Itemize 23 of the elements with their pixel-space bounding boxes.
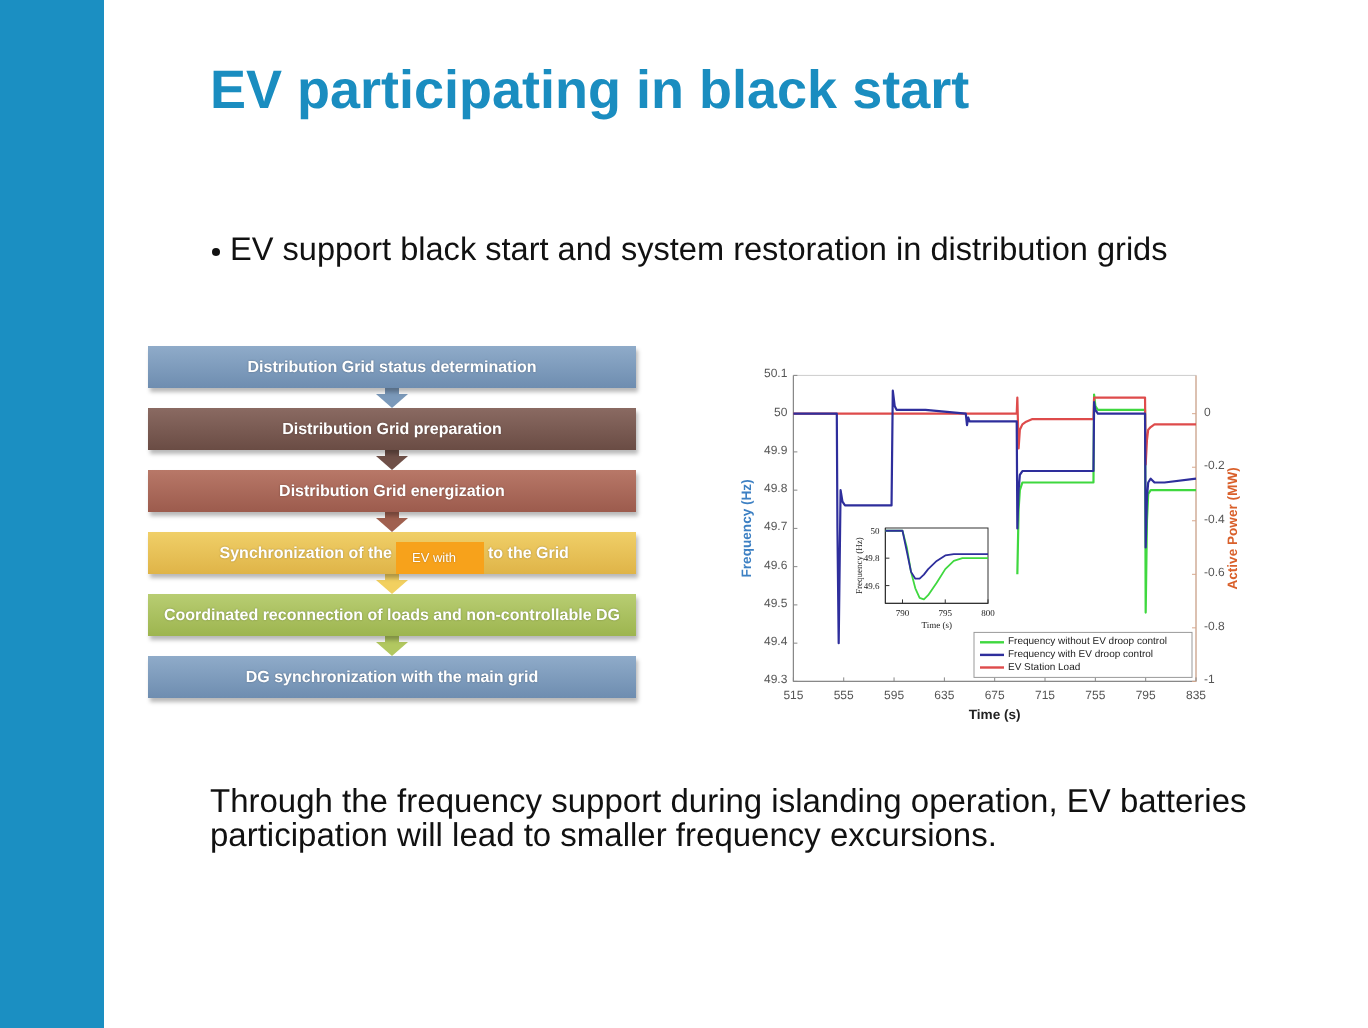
step-label: Distribution Grid preparation: [282, 420, 502, 438]
flow-arrow: [376, 512, 408, 532]
flow-arrow: [376, 450, 408, 470]
process-box: [148, 470, 636, 512]
body-text: Through the frequency support during islanding operation, EV batteries participation will lead to smaller frequency excursions.: [210, 785, 1249, 853]
process-box: [148, 408, 636, 450]
process-box: [148, 594, 636, 636]
step-label: Distribution Grid energization: [279, 482, 505, 500]
side-band: [0, 0, 104, 1028]
step-label: Synchronization of the: [219, 542, 392, 566]
process-box: [148, 532, 636, 574]
flow-arrow: [376, 574, 408, 594]
step-label: to the Grid: [488, 542, 569, 566]
process-box: [148, 346, 636, 388]
process-box: [148, 656, 636, 698]
step-label: Coordinated reconnection of loads and non-controllable DG: [163, 606, 620, 624]
slide-title: EV participating in black start: [210, 58, 970, 122]
bullet-text: EV support black start and system restoration in distribution grids: [230, 231, 1170, 269]
flow-arrow: [376, 388, 408, 408]
overlay-box: [396, 542, 484, 574]
flow-arrow: [376, 636, 408, 656]
step-label: DG synchronization with the main grid: [245, 668, 539, 686]
step-label: Distribution Grid status determination: [247, 358, 537, 376]
